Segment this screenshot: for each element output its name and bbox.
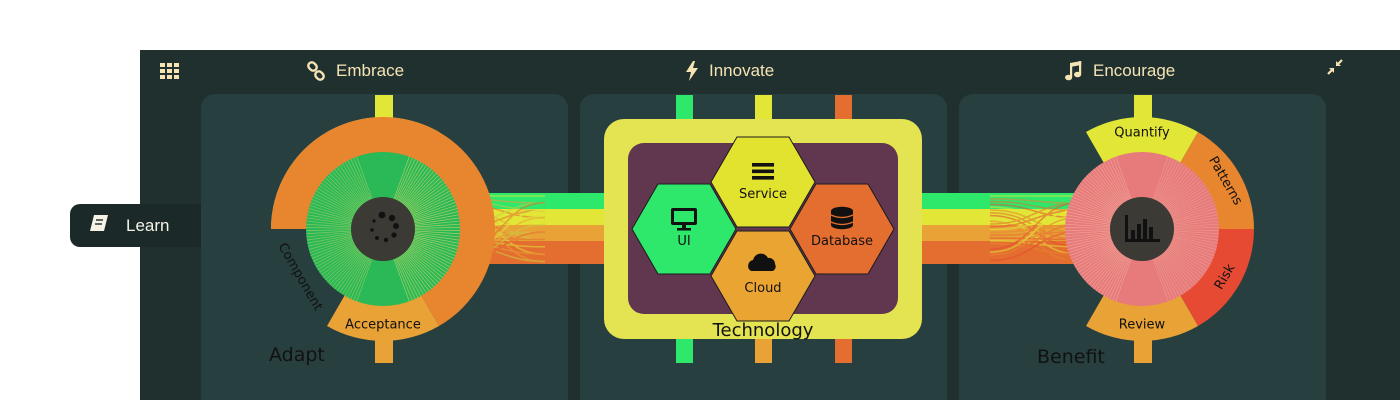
grid-icon[interactable] bbox=[160, 60, 180, 82]
music-note-icon bbox=[1065, 61, 1083, 81]
node-ui[interactable]: UI bbox=[631, 183, 737, 275]
monitor-icon bbox=[671, 208, 697, 231]
compress-icon[interactable] bbox=[1326, 56, 1344, 78]
link-icon bbox=[306, 61, 326, 81]
right-wheel-title: Benefit bbox=[1037, 346, 1105, 368]
database-icon bbox=[830, 206, 854, 230]
header-innovate[interactable]: Innovate bbox=[685, 60, 774, 82]
spinner-icon bbox=[370, 211, 399, 243]
wheel-label-acceptance: Acceptance bbox=[345, 318, 421, 333]
header-encourage[interactable]: Encourage bbox=[1065, 60, 1175, 82]
list-icon bbox=[752, 163, 774, 180]
learn-tab[interactable]: Learn bbox=[70, 204, 201, 247]
wheel-label-review: Review bbox=[1119, 318, 1166, 333]
header-embrace-label: Embrace bbox=[336, 61, 405, 80]
learn-label: Learn bbox=[126, 215, 170, 235]
left-wheel-hub bbox=[351, 197, 415, 261]
header-innovate-label: Innovate bbox=[709, 61, 775, 80]
node-label-ui: UI bbox=[677, 234, 690, 249]
cloud-icon bbox=[748, 253, 776, 271]
left-wheel: StatusFeatureComponentAcceptance Adapt bbox=[269, 117, 495, 366]
node-label-service: Service bbox=[739, 187, 787, 202]
header-embrace[interactable]: Embrace bbox=[306, 60, 404, 82]
node-cloud[interactable]: Cloud bbox=[710, 230, 816, 322]
left-wheel-title: Adapt bbox=[269, 344, 325, 366]
node-label-database: Database bbox=[811, 234, 873, 249]
node-service[interactable]: Service bbox=[710, 136, 816, 228]
wheel-label-quantify: Quantify bbox=[1114, 126, 1170, 141]
flow-band-right bbox=[920, 193, 1090, 264]
bar-chart-icon bbox=[1125, 215, 1160, 242]
book-icon bbox=[90, 215, 108, 236]
right-wheel-hub bbox=[1110, 197, 1174, 261]
node-database[interactable]: Database bbox=[789, 183, 895, 275]
technology-title: Technology bbox=[712, 320, 814, 341]
header-encourage-label: Encourage bbox=[1093, 61, 1176, 80]
node-label-cloud: Cloud bbox=[744, 281, 781, 296]
bolt-icon bbox=[685, 61, 699, 81]
